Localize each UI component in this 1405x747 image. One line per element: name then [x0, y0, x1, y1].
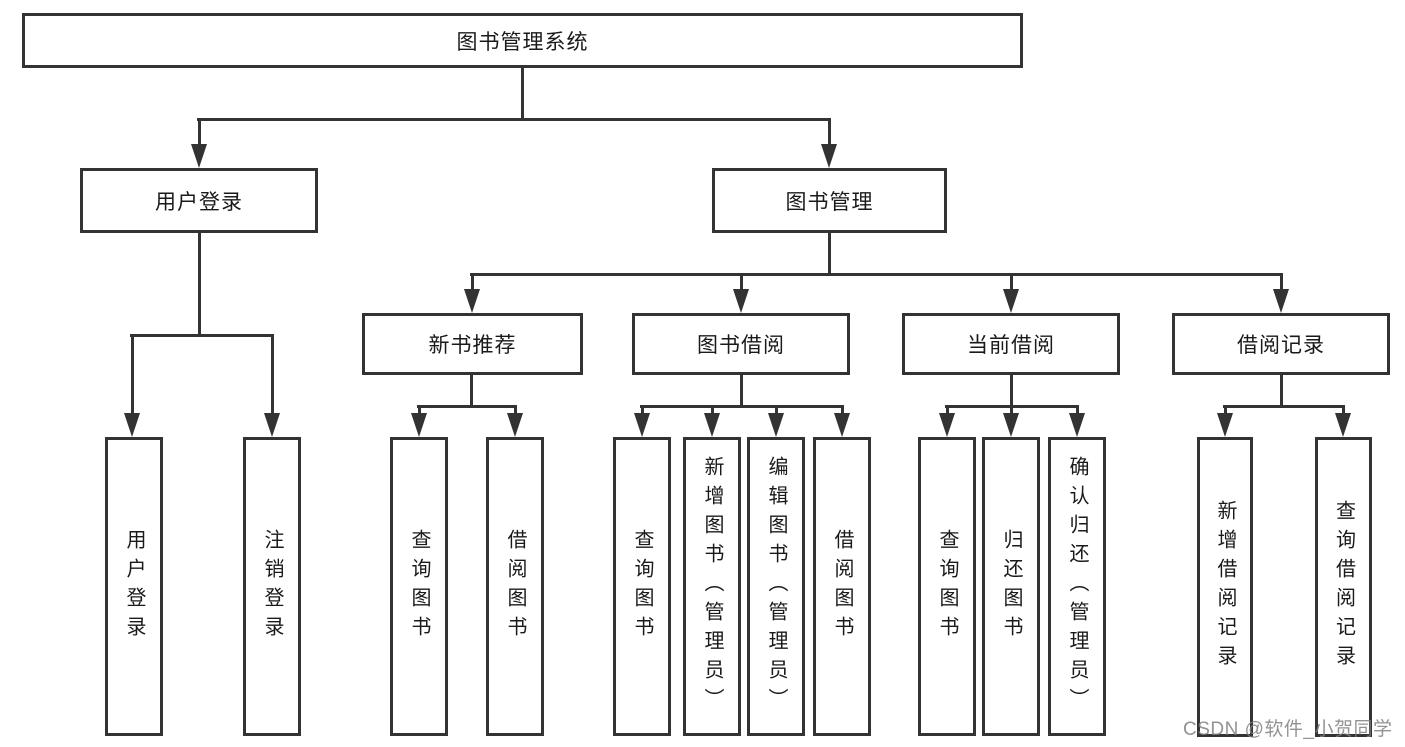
arrow-down-to-query-books-recommend — [411, 405, 427, 437]
arrow-down-to-book-management — [821, 118, 837, 168]
leaf-user-login-label: 用户登录 — [123, 528, 145, 645]
connector-newrec-branch — [417, 405, 517, 408]
connector-login-branch — [130, 334, 274, 337]
leaf-edit-books-admin: 编辑图书（管理员） — [747, 437, 805, 736]
arrow-down-to-borrow-books — [834, 405, 850, 437]
leaf-query-borrow-record-label: 查询借阅记录 — [1332, 500, 1355, 674]
leaf-query-books-current-label: 查询图书 — [936, 528, 958, 645]
connector-borrow-stem — [740, 375, 743, 408]
leaf-query-books-recommend-label: 查询图书 — [408, 528, 430, 645]
connector-newrec-stem — [470, 375, 473, 408]
arrow-down-to-borrow-records — [1273, 273, 1289, 313]
arrow-down-to-query-borrow-record — [1335, 405, 1351, 437]
arrow-down-to-query-books-borrow — [634, 405, 650, 437]
connector-mgmt-stem — [828, 233, 831, 276]
csdn-watermark: CSDN @软件_小贺同学 — [1183, 719, 1393, 740]
arrow-down-to-borrow-books-recommend — [507, 405, 523, 437]
connector-current-stem — [1010, 375, 1013, 408]
node-current-borrow: 当前借阅 — [902, 313, 1120, 375]
arrow-down-to-user-login — [191, 118, 207, 168]
arrow-down-to-edit-books-admin — [768, 405, 784, 437]
arrow-down-to-book-borrow — [733, 273, 749, 313]
leaf-borrow-books-recommend: 借阅图书 — [486, 437, 544, 736]
leaf-logout-label: 注销登录 — [261, 528, 283, 645]
connector-records-branch — [1223, 405, 1345, 408]
leaf-borrow-books-recommend-label: 借阅图书 — [504, 528, 526, 645]
leaf-return-books-label: 归还图书 — [1000, 528, 1022, 645]
leaf-user-login: 用户登录 — [105, 437, 163, 736]
leaf-borrow-books-label: 借阅图书 — [831, 528, 853, 645]
leaf-query-borrow-record: 查询借阅记录 — [1315, 437, 1372, 737]
leaf-return-books: 归还图书 — [982, 437, 1040, 736]
leaf-borrow-books: 借阅图书 — [813, 437, 871, 736]
leaf-logout: 注销登录 — [243, 437, 301, 736]
connector-root-stem — [521, 68, 524, 121]
arrow-down-to-query-books-current — [939, 405, 955, 437]
arrow-down-to-leaf-logout — [264, 334, 280, 437]
arrow-down-to-return-books — [1003, 405, 1019, 437]
leaf-add-borrow-record: 新增借阅记录 — [1197, 437, 1253, 737]
leaf-query-books-current: 查询图书 — [918, 437, 976, 736]
node-user-login: 用户登录 — [80, 168, 318, 233]
leaf-add-books-admin-label: 新增图书（管理员） — [701, 456, 723, 717]
leaf-query-books-borrow: 查询图书 — [613, 437, 671, 736]
arrow-down-to-leaf-user-login — [124, 334, 140, 437]
connector-root-branch — [197, 118, 831, 121]
arrow-down-to-confirm-return-admin — [1069, 405, 1085, 437]
leaf-add-books-admin: 新增图书（管理员） — [683, 437, 741, 736]
leaf-add-borrow-record-label: 新增借阅记录 — [1214, 500, 1236, 674]
arrow-down-to-current-borrow — [1003, 273, 1019, 313]
node-new-book-recommend: 新书推荐 — [362, 313, 583, 375]
arrow-down-to-add-borrow-record — [1217, 405, 1233, 437]
node-borrow-records: 借阅记录 — [1172, 313, 1390, 375]
connector-mgmt-branch — [470, 273, 1283, 276]
leaf-confirm-return-admin: 确认归还（管理员） — [1048, 437, 1106, 736]
leaf-edit-books-admin-label: 编辑图书（管理员） — [765, 456, 787, 717]
arrow-down-to-new-book-recommend — [464, 273, 480, 313]
arrow-down-to-add-books-admin — [704, 405, 720, 437]
connector-borrow-branch — [640, 405, 844, 408]
node-book-management: 图书管理 — [712, 168, 947, 233]
connector-records-stem — [1280, 375, 1283, 408]
leaf-query-books-recommend: 查询图书 — [390, 437, 448, 736]
node-library-system: 图书管理系统 — [22, 13, 1023, 68]
connector-login-stem — [198, 233, 201, 337]
node-book-borrow: 图书借阅 — [632, 313, 850, 375]
leaf-confirm-return-admin-label: 确认归还（管理员） — [1066, 456, 1088, 717]
leaf-query-books-borrow-label: 查询图书 — [631, 528, 653, 645]
